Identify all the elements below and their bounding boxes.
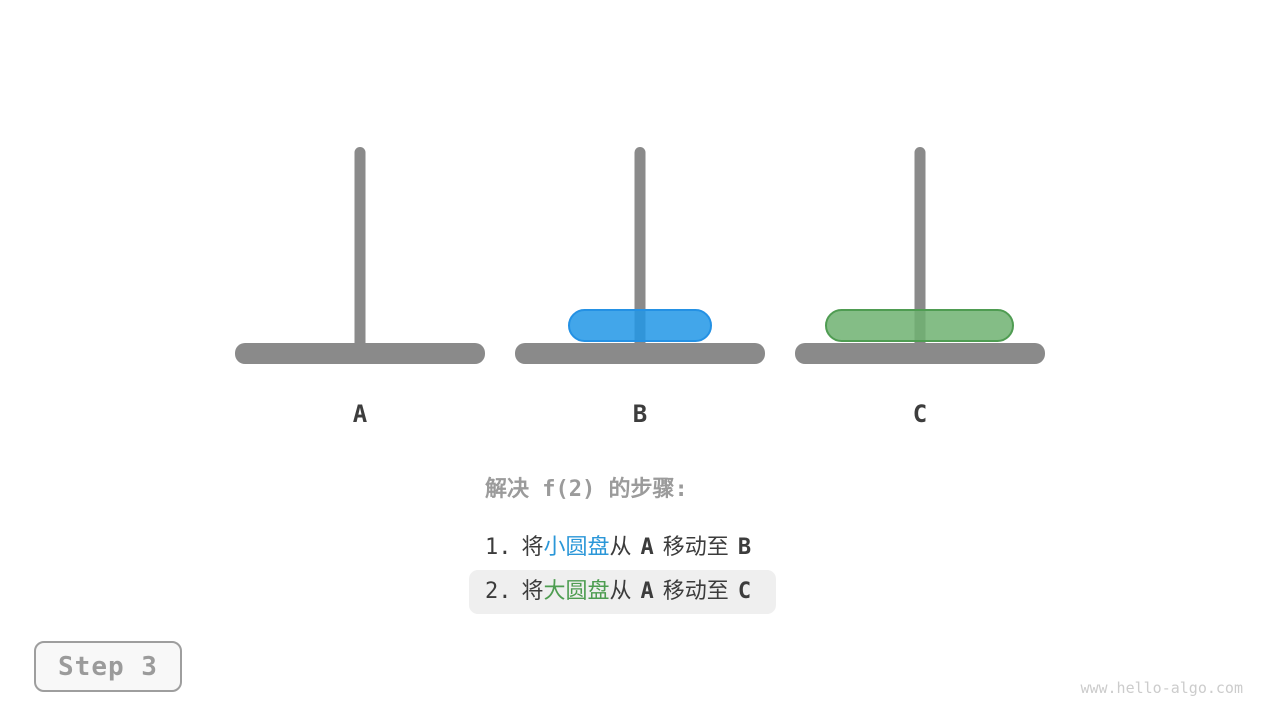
step-2-from-peg: A	[640, 579, 654, 604]
small-disk	[568, 309, 712, 342]
step-2-to-peg: C	[737, 579, 752, 604]
peg-c-base	[795, 343, 1045, 364]
large-disk	[825, 309, 1014, 342]
step-1-number: 1.	[485, 535, 512, 560]
step-2-conn: 从	[609, 579, 632, 604]
instructions-title: 解决 f(2) 的步骤:	[485, 477, 688, 502]
peg-a-pole	[354, 147, 366, 354]
peg-b-base	[515, 343, 765, 364]
peg-c-pole	[914, 147, 926, 354]
step-2-verb: 移动至	[662, 579, 729, 604]
peg-b-label: B	[632, 400, 648, 428]
step-2-action: 将	[521, 579, 544, 604]
step-badge: Step 3	[34, 641, 182, 692]
step-1-to-peg: B	[737, 535, 752, 560]
peg-b-pole	[634, 147, 646, 354]
peg-c: C	[795, 147, 1045, 437]
step-1-from-peg: A	[640, 535, 654, 560]
peg-a-base	[235, 343, 485, 364]
peg-b: B	[515, 147, 765, 437]
peg-a: A	[235, 147, 485, 437]
step-1-verb: 移动至	[662, 535, 729, 560]
step-1-conn: 从	[609, 535, 632, 560]
watermark: www.hello-algo.com	[1080, 679, 1243, 697]
step-1-disk-ref: 小圆盘	[543, 535, 610, 560]
peg-c-label: C	[912, 400, 928, 428]
step-1-action: 将	[521, 535, 544, 560]
peg-a-label: A	[352, 400, 368, 428]
step-2-number: 2.	[485, 579, 512, 604]
step-badge-label: Step 3	[58, 651, 158, 682]
step-2-disk-ref: 大圆盘	[543, 579, 610, 604]
